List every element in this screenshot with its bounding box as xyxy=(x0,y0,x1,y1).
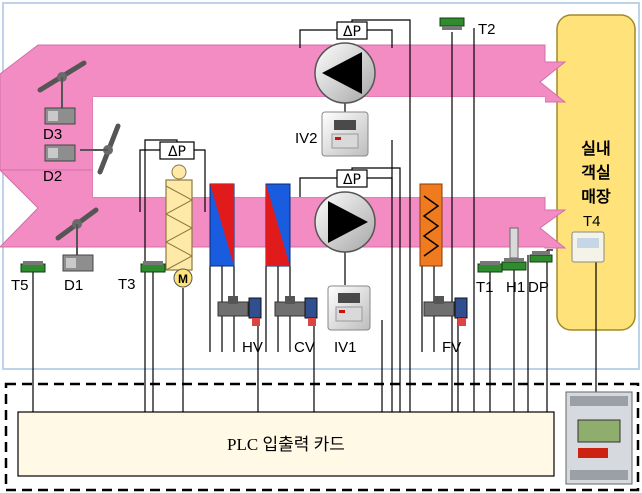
label-iv1: IV1 xyxy=(334,339,357,356)
sensor-dp-icon xyxy=(529,251,553,263)
delta-p-return-fan xyxy=(336,21,368,40)
supply-fan-icon xyxy=(314,191,376,253)
valve-hv-icon xyxy=(217,296,262,326)
label-t4: T4 xyxy=(583,213,601,230)
svg-text:ΔP: ΔP xyxy=(343,24,361,40)
svg-text:ΔP: ΔP xyxy=(168,144,186,160)
inverter-iv2-icon xyxy=(321,111,369,157)
label-fv: FV xyxy=(442,339,461,356)
label-t2: T2 xyxy=(478,21,496,38)
plc-label: PLC 입출력 카드 xyxy=(227,435,345,454)
label-d3: D3 xyxy=(43,126,62,143)
plc-io-card xyxy=(17,411,555,477)
delta-p-supply-fan xyxy=(336,169,368,188)
delta-p-filter xyxy=(159,141,195,160)
inverter-iv1-icon xyxy=(327,285,371,331)
label-h1: H1 xyxy=(506,279,525,296)
label-t5: T5 xyxy=(11,277,29,294)
valve-cv-icon xyxy=(274,296,318,326)
sensor-h1-icon xyxy=(501,227,527,271)
heating-coil-icon xyxy=(209,183,235,267)
room-label-line1: 실내 xyxy=(581,139,610,158)
label-d2: D2 xyxy=(43,168,62,185)
label-t3: T3 xyxy=(118,276,136,293)
valve-fv-icon xyxy=(423,296,468,326)
label-cv: CV xyxy=(294,339,315,356)
humidifier-icon xyxy=(419,183,443,267)
label-hv: HV xyxy=(242,339,263,356)
room-label-line2: 객실 xyxy=(581,163,610,182)
label-dp: DP xyxy=(528,279,549,296)
cooling-coil-icon xyxy=(265,183,291,267)
label-t1: T1 xyxy=(476,279,494,296)
label-iv2: IV2 xyxy=(295,130,318,147)
svg-text:M: M xyxy=(178,272,188,286)
motor-icon: M xyxy=(173,268,193,288)
actuator-d3-icon xyxy=(44,107,76,125)
filter-icon xyxy=(164,164,194,271)
return-fan-icon xyxy=(314,42,376,104)
sensor-t3-icon xyxy=(140,261,166,273)
plc-device-icon xyxy=(565,391,633,485)
wiring xyxy=(32,19,597,412)
room-sensor-t4-icon xyxy=(571,231,605,263)
room-label-line3: 매장 xyxy=(581,187,611,206)
label-d1: D1 xyxy=(64,277,83,294)
sensor-t1-icon xyxy=(477,261,503,273)
actuator-d1-icon xyxy=(62,254,94,272)
sensor-t2-icon xyxy=(439,17,465,30)
svg-text:ΔP: ΔP xyxy=(343,172,361,188)
sensor-t5-icon xyxy=(20,261,46,273)
actuator-d2-icon xyxy=(44,144,76,162)
